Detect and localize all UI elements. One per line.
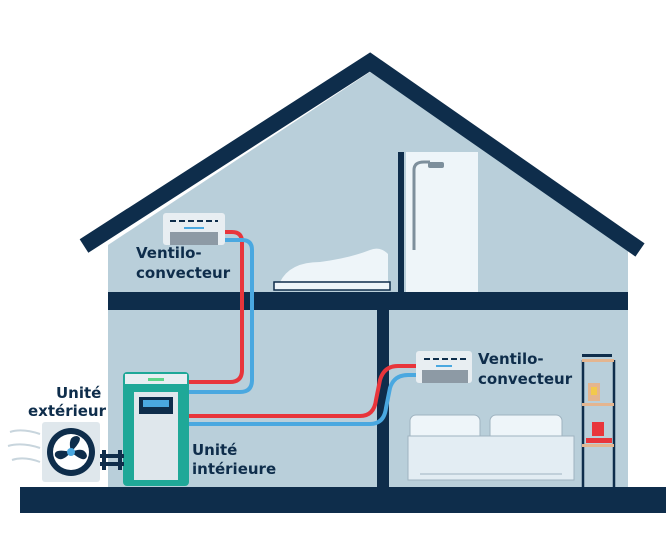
- lower-unit-label-line1: Ventilo-: [478, 350, 544, 368]
- outdoor-unit-label-line2: extérieur: [28, 402, 107, 420]
- upper-fan-coil-unit: [163, 213, 225, 245]
- indoor-unit-label-line1: Unité: [192, 441, 237, 459]
- upper-unit-label-line2: convecteur: [136, 264, 231, 282]
- hot-pipe-upper: [188, 230, 244, 384]
- ground: [20, 487, 666, 513]
- cold-pipe-lower: [188, 373, 420, 426]
- bed: [273, 248, 391, 291]
- cold-pipe-upper: [188, 238, 254, 394]
- sofa: [407, 414, 575, 481]
- shower: [398, 152, 478, 292]
- lower-unit-label-line2: convecteur: [478, 370, 573, 388]
- hot-pipe-lower: [188, 364, 420, 418]
- outdoor-unit: [7, 422, 100, 482]
- indoor-unit-label-line2: intérieure: [192, 460, 276, 478]
- upper-unit-label-line1: Ventilo-: [136, 244, 202, 262]
- roof: [79, 52, 645, 257]
- bookshelf: [581, 354, 616, 487]
- lower-fan-coil-unit: [416, 351, 472, 383]
- unit-connector: [100, 450, 124, 470]
- partition-wall: [377, 310, 389, 490]
- indoor-unit: [123, 372, 189, 486]
- outdoor-unit-label-line1: Unité: [56, 384, 101, 402]
- floor-slab: [108, 292, 628, 310]
